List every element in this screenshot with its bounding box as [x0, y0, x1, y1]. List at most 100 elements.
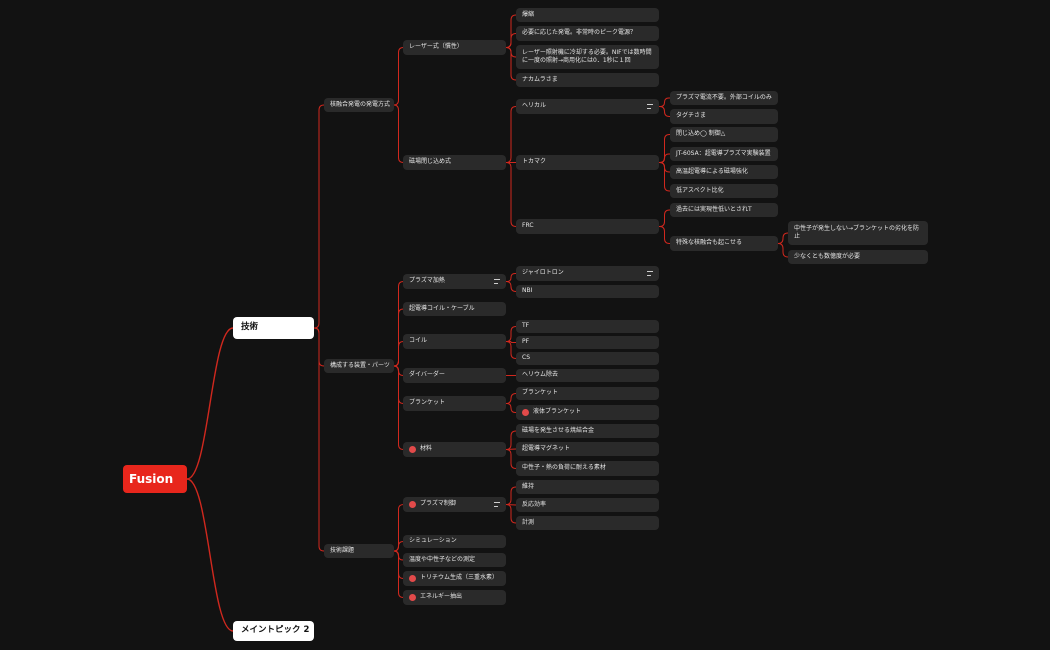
topic-t4[interactable]: 低アスペクト比化	[670, 184, 778, 198]
topic-label: レーザー照射機に冷却する必要。NIFでは数時間に一度の照射→商用化には0．1秒に…	[522, 48, 652, 64]
topic-bl2[interactable]: 液体ブランケット	[516, 405, 659, 420]
topic-pf[interactable]: PF	[516, 336, 659, 349]
topic-label: NBI	[522, 287, 533, 295]
topic-jiba[interactable]: 磁場閉じ込め式	[403, 155, 506, 170]
topic-he[interactable]: ヘリウム除去	[516, 369, 659, 382]
topic-label: FRC	[522, 222, 534, 230]
connector-laser-l4	[505, 47, 517, 81]
topic-div[interactable]: ダイバーダー	[403, 368, 506, 383]
topic-ondo[interactable]: 温度や中性子などの測定	[403, 553, 506, 567]
topic-label: ヘリカル	[522, 102, 547, 110]
topic-label: 核融合発電の発電方式	[330, 100, 391, 108]
topic-bl1[interactable]: ブランケット	[516, 387, 659, 400]
topic-gijutsu[interactable]: 技術	[233, 317, 314, 339]
topic-s3[interactable]: 計測	[516, 516, 659, 530]
topic-label: 材料	[420, 445, 433, 453]
topic-l2[interactable]: 必要に応じた発電。非常時のピーク電源？	[516, 26, 659, 41]
red-circle-marker-icon	[409, 594, 416, 601]
topic-sim[interactable]: シミュレーション	[403, 535, 506, 548]
topic-tri[interactable]: トリチウム生成（三重水素）	[403, 571, 506, 586]
topic-f1[interactable]: 過去には実現性低いとされT	[670, 203, 778, 217]
connector-souchi-zairyo	[393, 365, 404, 450]
topic-l3[interactable]: レーザー照射機に冷却する必要。NIFでは数時間に一度の照射→商用化には0．1秒に…	[516, 45, 659, 69]
topic-z1[interactable]: 磁場を発生させる焼結合金	[516, 424, 659, 438]
topic-label: 爆縮	[522, 10, 535, 18]
topic-label: 過去には実現性低いとされT	[676, 205, 752, 213]
topic-label: 維持	[522, 482, 535, 490]
connector-gijutsu-kadai	[313, 327, 325, 552]
topic-tf[interactable]: TF	[516, 320, 659, 333]
topic-label: 温度や中性子などの測定	[409, 555, 476, 563]
topic-t1[interactable]: 閉じ込め◯ 制御△	[670, 127, 778, 142]
topic-cs[interactable]: CS	[516, 352, 659, 365]
topic-frc[interactable]: FRC	[516, 219, 659, 234]
topic-label: エネルギー抽出	[420, 593, 463, 601]
topic-blanket[interactable]: ブランケット	[403, 396, 506, 411]
connector-souchi-coil	[393, 341, 404, 367]
topic-label: プラズマ加熱	[409, 277, 445, 285]
topic-main2[interactable]: メイントピック 2	[233, 621, 314, 641]
topic-z2[interactable]: 超電導マグネット	[516, 442, 659, 456]
topic-tokamak[interactable]: トカマク	[516, 155, 659, 170]
topic-nbi[interactable]: NBI	[516, 285, 659, 298]
topic-label: プラズマ制御	[420, 500, 456, 508]
topic-t3[interactable]: 高温超電導による磁場強化	[670, 165, 778, 179]
topic-f2b[interactable]: 少なくとも数億度が必要	[788, 250, 928, 264]
topic-gyro[interactable]: ジャイロトロン	[516, 266, 659, 281]
topic-cho[interactable]: 超電導コイル・ケーブル	[403, 302, 506, 316]
topic-label: 液体ブランケット	[533, 408, 582, 416]
note-icon[interactable]	[647, 271, 653, 276]
connector-hoshiki-laser	[393, 47, 404, 106]
topic-label: JT-60SA：超電導プラズマ実験装置	[676, 149, 771, 157]
topic-label: トカマク	[522, 158, 547, 166]
connector-kanetsu-nbi	[505, 281, 517, 292]
topic-t2[interactable]: JT-60SA：超電導プラズマ実験装置	[670, 147, 778, 161]
topic-s1[interactable]: 維持	[516, 480, 659, 494]
topic-label: 技術課題	[330, 546, 355, 554]
connector-seigyo-s3	[505, 504, 517, 524]
connector-coil-pf	[506, 341, 516, 343]
topic-l1[interactable]: 爆縮	[516, 8, 659, 22]
connector-jiba-frc	[505, 162, 517, 227]
topic-s2[interactable]: 反応効率	[516, 498, 659, 512]
topic-label: CS	[522, 354, 530, 362]
connector-f2-f2a	[777, 232, 789, 244]
topic-label: 超電導マグネット	[522, 444, 571, 452]
connector-coil-cs	[505, 341, 517, 359]
topic-label: ダイバーダー	[409, 371, 445, 379]
topic-laser[interactable]: レーザー式（慣性）	[403, 40, 506, 55]
topic-kadai[interactable]: 技術課題	[324, 544, 394, 558]
topic-label: レーザー式（慣性）	[409, 43, 463, 51]
connector-zairyo-z3	[505, 449, 517, 469]
topic-zairyo[interactable]: 材料	[403, 442, 506, 457]
topic-label: プラズマ電流不要。外部コイルのみ	[676, 93, 772, 101]
topic-kanetsu[interactable]: プラズマ加熱	[403, 274, 506, 289]
topic-h2[interactable]: タグチさま	[670, 109, 778, 124]
topic-label: 反応効率	[522, 500, 547, 508]
topic-h1[interactable]: プラズマ電流不要。外部コイルのみ	[670, 91, 778, 105]
topic-f2a[interactable]: 中性子が発生しない→ブランケットの劣化を防止	[788, 221, 928, 245]
connector-coil-tf	[505, 326, 517, 342]
topic-coil[interactable]: コイル	[403, 334, 506, 349]
topic-f2[interactable]: 特殊な核融合も起こせる	[670, 236, 778, 251]
topic-root[interactable]: Fusion	[123, 465, 187, 493]
topic-z3[interactable]: 中性子・熱の負荷に耐える素材	[516, 461, 659, 476]
topic-label: ジャイロトロン	[522, 269, 564, 277]
topic-ene[interactable]: エネルギー抽出	[403, 590, 506, 605]
topic-souchi[interactable]: 構成する装置・パーツ	[324, 359, 394, 373]
topic-label: PF	[522, 338, 530, 346]
note-icon[interactable]	[647, 104, 653, 109]
topic-label: 技術	[241, 322, 259, 333]
topic-hoshiki[interactable]: 核融合発電の発電方式	[324, 98, 394, 112]
topic-label: シミュレーション	[409, 537, 457, 545]
note-icon[interactable]	[494, 279, 500, 284]
topic-l4[interactable]: ナカムラさま	[516, 73, 659, 87]
topic-label: 少なくとも数億度が必要	[794, 252, 861, 260]
topic-seigyo[interactable]: プラズマ制御	[403, 497, 506, 512]
connector-helical-h2	[659, 106, 670, 117]
topic-helical[interactable]: ヘリカル	[516, 99, 659, 114]
topic-label: 中性子が発生しない→ブランケットの劣化を防止	[794, 224, 920, 240]
note-icon[interactable]	[494, 502, 500, 507]
